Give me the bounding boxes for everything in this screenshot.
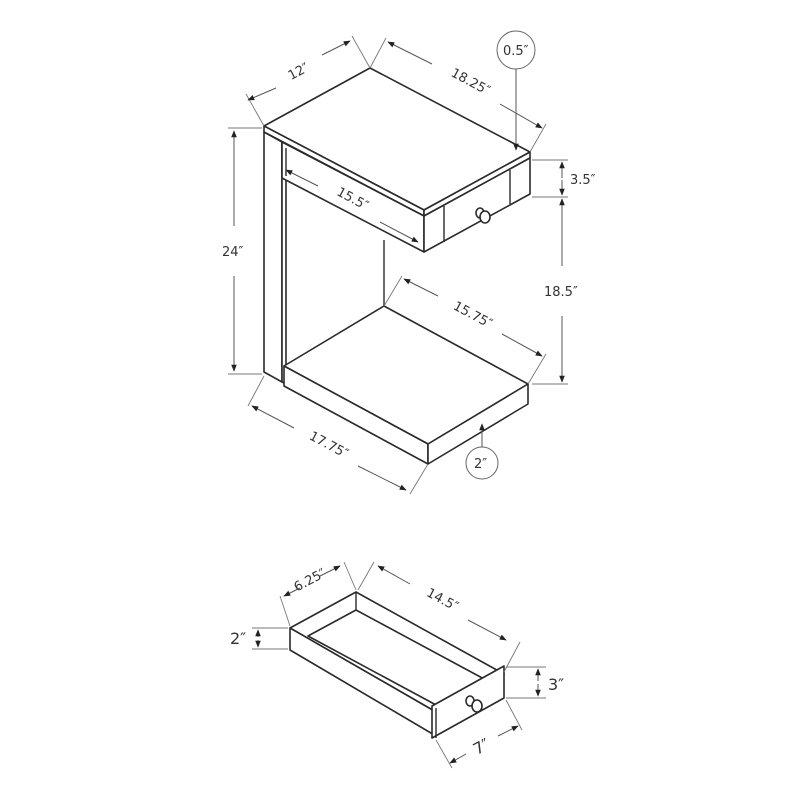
- callout-base-thickness: 2″: [465, 423, 499, 480]
- drawer-front-panel: [423, 157, 531, 253]
- table-drawing: [263, 67, 531, 465]
- svg-text:2″: 2″: [230, 629, 246, 648]
- dim-drawer-front-width: 7″: [435, 699, 523, 769]
- svg-text:12″: 12″: [286, 60, 312, 83]
- svg-text:3.5″: 3.5″: [570, 173, 596, 188]
- svg-text:7″: 7″: [470, 734, 493, 758]
- svg-text:18.5″: 18.5″: [544, 285, 578, 300]
- svg-text:3″: 3″: [548, 675, 564, 694]
- base-side: [427, 383, 529, 465]
- drawer-knob-icon: [465, 695, 483, 713]
- svg-text:14.5″: 14.5″: [424, 586, 461, 615]
- svg-text:17.75″: 17.75″: [306, 429, 350, 462]
- dim-overall-height: 24″: [222, 127, 262, 375]
- svg-text:15.75″: 15.75″: [450, 299, 494, 332]
- dim-drawer-side-height: 2″: [230, 627, 288, 650]
- callout-top-thickness: 0.5″: [496, 30, 536, 151]
- side-panel-front: [263, 131, 283, 383]
- drawer-drawing: [289, 591, 505, 739]
- svg-text:24″: 24″: [222, 245, 244, 260]
- svg-text:6.25″: 6.25″: [292, 566, 329, 595]
- svg-text:2″: 2″: [474, 457, 487, 472]
- svg-text:18.25″: 18.25″: [448, 66, 492, 99]
- dim-drawer-front-height: 3.5″: [532, 159, 596, 198]
- dim-top-width: 12″: [245, 35, 371, 127]
- dim-clearance-height: 18.5″: [532, 198, 578, 385]
- svg-text:0.5″: 0.5″: [503, 44, 529, 59]
- dim-drawer-front-height: 3″: [506, 666, 564, 699]
- drawer-knob-icon: [475, 207, 491, 224]
